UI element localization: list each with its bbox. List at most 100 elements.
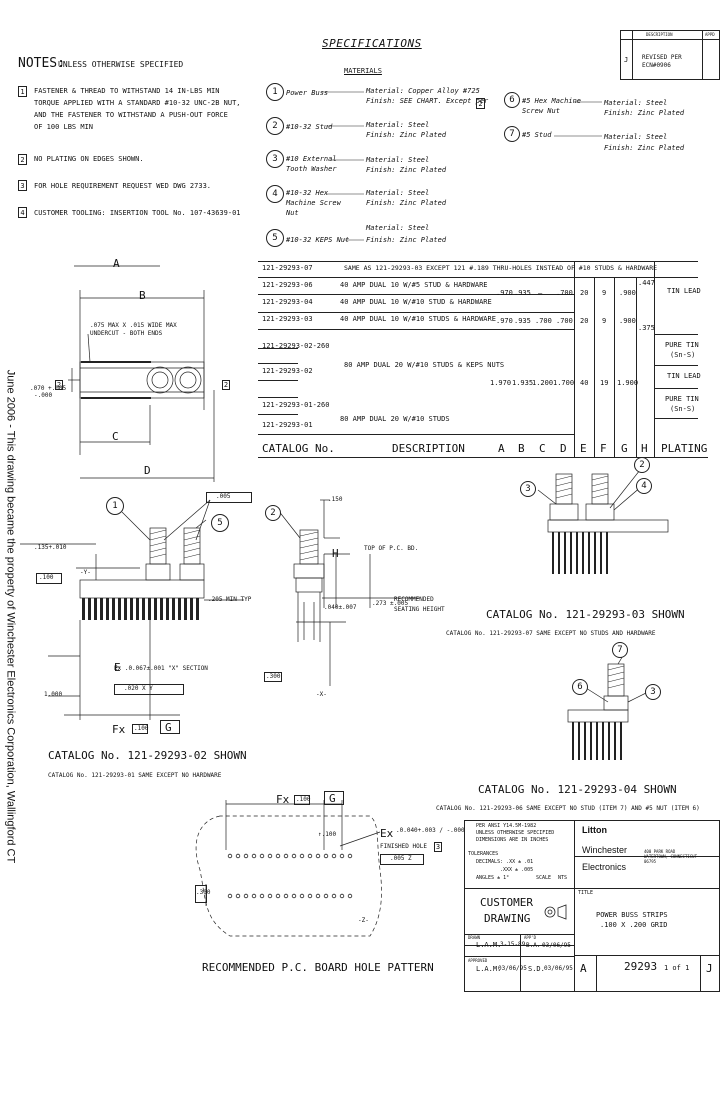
catalog-number: 121-29293-01: [262, 421, 313, 429]
material-name: #5 Hex Machine: [522, 97, 582, 105]
material-spec: Material: Copper Alloy #725: [366, 87, 480, 95]
catalog-number: 121-29293-02-260: [262, 342, 330, 350]
dim-value: 9: [602, 317, 607, 325]
catalog-desc: 80 AMP DUAL 20 W/#10 STUDS & KEPS NUTS: [344, 361, 505, 369]
scale-label: SCALE: [536, 875, 552, 881]
fcf-text: .005 Z: [390, 855, 412, 862]
item-balloon: 6: [504, 92, 520, 108]
approved-label: APPROVED: [468, 958, 488, 963]
plating: PURE TIN: [665, 341, 699, 349]
side-view-drawing: [277, 499, 420, 686]
company-logo: Litton: [582, 825, 607, 835]
dim-value: .700: [556, 317, 573, 325]
fcf-text: .005: [216, 493, 231, 500]
material-spec: Finish: Zinc Plated: [366, 199, 447, 207]
dim-text: .100: [134, 725, 149, 732]
plating: (Sn-S): [670, 405, 696, 413]
note-num: 4: [18, 207, 27, 218]
material-name: #10-32 KEPS Nut: [286, 236, 350, 244]
material-spec: Finish: Zinc Plated: [366, 236, 447, 244]
dim-value: 19: [600, 379, 609, 387]
material-spec: Material: Steel: [366, 189, 430, 197]
material-spec: Finish: SEE CHART. Except per: [366, 97, 489, 105]
catalog-desc: 80 AMP DUAL 20 W/#10 STUDS: [340, 415, 450, 423]
material-name: #5 Stud: [522, 131, 552, 139]
material-name: #10-32 Hex: [286, 189, 329, 197]
dim-value: 1.700: [553, 379, 575, 387]
front-view-03: [537, 469, 669, 574]
dim-value: .900: [619, 289, 636, 297]
dim-label: E: [114, 661, 121, 674]
hole-pattern-drawing: [195, 800, 382, 937]
dim-label: C: [112, 430, 119, 443]
dim-value: 1.935: [512, 379, 534, 387]
table-header: CATALOG No.: [262, 442, 335, 455]
dim-value: 20: [580, 289, 589, 297]
dim-text: .205 MIN TYP: [208, 596, 252, 603]
undercut-note: .075 MAX X .015 WIDE MAX: [90, 322, 177, 329]
item-balloon: 1: [266, 83, 284, 101]
rev-letter: J: [624, 56, 629, 64]
appd-date: 03/06/95: [542, 942, 571, 949]
table-header: D: [560, 442, 567, 455]
material-spec: Material: Steel: [366, 224, 430, 232]
catalog-number: 121-29293-04: [262, 298, 313, 306]
thickness-dim: .070 +.005: [30, 385, 67, 392]
company-name: Winchester: [582, 845, 628, 855]
table-header: PLATING: [661, 442, 708, 455]
fcf-box: [206, 492, 252, 503]
rev-text: ECN#0906: [642, 62, 671, 69]
dim-text: Ex .0.067±.001 "X" SECTION: [114, 665, 208, 672]
basic-dim: [36, 573, 62, 584]
drawn-by: L.A.M.: [476, 941, 502, 949]
dim-text: .300: [196, 889, 211, 896]
view-subcaption: CATALOG No. 121-29293-07 SAME EXCEPT NO …: [446, 630, 656, 637]
company-name: Electronics: [582, 862, 627, 872]
top-view-drawing: [68, 265, 215, 482]
rev-text: REVISED PER: [642, 54, 682, 61]
dim-text: .300: [266, 673, 281, 680]
view-caption: CATALOG No. 121-29293-04 SHOWN: [478, 783, 677, 796]
dim-value: .447: [638, 279, 655, 287]
fcf-box: [114, 684, 184, 695]
fcf-box: [380, 854, 424, 865]
table-header: B: [518, 442, 525, 455]
dim-value: .375: [638, 324, 655, 332]
note-ref: 2: [476, 98, 485, 109]
item-balloon: 2: [634, 457, 650, 473]
basic-dim: [264, 672, 282, 682]
page-title: SPECIFICATIONS: [322, 37, 422, 50]
note-num: 2: [18, 154, 27, 165]
item-balloon: 1: [106, 497, 124, 515]
material-spec: Finish: Zinc Plated: [366, 166, 447, 174]
item-balloon: 6: [572, 679, 588, 695]
dim-label: Ex: [380, 827, 394, 840]
pcb-label: TOP OF P.C. BD.: [364, 545, 419, 552]
dim-text: .100: [39, 574, 54, 581]
item-balloon: 2: [265, 505, 281, 521]
basic-dim: [294, 795, 310, 805]
material-spec: Material: Steel: [366, 121, 430, 129]
material-name: Tooth Washer: [286, 165, 337, 173]
dim-label: B: [139, 289, 146, 302]
catalog-number: 121-29293-06: [262, 281, 313, 289]
dim-value: 1.900: [617, 379, 639, 387]
material-name: #10 External: [286, 155, 337, 163]
sheet-number: 1 of 1: [664, 964, 690, 972]
approved-date: 03/06/95: [498, 965, 527, 972]
datum-label: -Z-: [358, 917, 369, 924]
item-balloon: 3: [520, 481, 536, 497]
revision-letter: J: [706, 962, 713, 975]
appd-label: APP'D: [524, 935, 537, 940]
material-name: #10-32 Stud: [286, 123, 333, 131]
company-address: WATERTOWN, CONNECTICUT: [644, 854, 697, 859]
item-balloon: 5: [211, 514, 229, 532]
dim-value: .935: [514, 289, 531, 297]
dim-text: .040±.007: [324, 604, 357, 611]
dim-value: 9: [602, 289, 607, 297]
material-spec: Material: Steel: [366, 156, 430, 164]
rev-header: DESCRIPTION: [646, 32, 673, 37]
table-header: E: [580, 442, 587, 455]
dim-value: .700: [556, 289, 573, 297]
basic-dim: [324, 791, 344, 805]
